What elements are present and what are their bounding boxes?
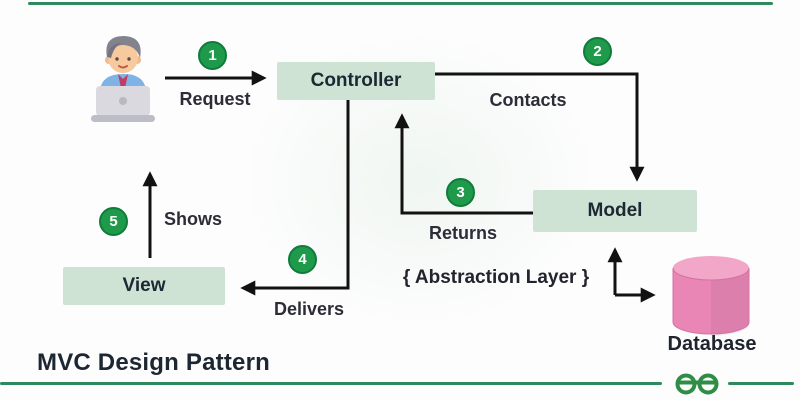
step-badge-1: 1 bbox=[198, 41, 227, 70]
step-number-5: 5 bbox=[109, 213, 118, 230]
arrow-returns bbox=[394, 113, 533, 215]
delivers-label: Delivers bbox=[273, 299, 345, 319]
model-node: Model bbox=[533, 190, 697, 232]
contacts-label: Contacts bbox=[489, 90, 567, 110]
step-badge-2: 2 bbox=[583, 37, 612, 66]
top-divider bbox=[28, 2, 773, 5]
page-title: MVC Design Pattern bbox=[37, 349, 270, 376]
returns-label: Returns bbox=[428, 223, 498, 243]
controller-label: Controller bbox=[310, 70, 402, 91]
abstraction-layer-annotation: { Abstraction Layer } bbox=[402, 267, 590, 288]
database-icon bbox=[672, 256, 750, 336]
step-badge-3: 3 bbox=[446, 178, 475, 207]
view-label: View bbox=[122, 275, 166, 296]
arrow-delivers bbox=[240, 100, 350, 296]
shows-label: Shows bbox=[163, 209, 223, 229]
step-number-4: 4 bbox=[298, 251, 307, 268]
geeksforgeeks-logo bbox=[675, 373, 719, 395]
bottom-divider-right bbox=[728, 382, 794, 385]
arrow-contacts bbox=[435, 72, 645, 182]
database-label: Database bbox=[667, 333, 757, 355]
person-at-laptop-icon bbox=[91, 36, 155, 122]
bottom-divider-left bbox=[0, 382, 662, 385]
view-node: View bbox=[63, 267, 225, 305]
step-number-1: 1 bbox=[208, 47, 217, 64]
request-label: Request bbox=[179, 89, 251, 109]
step-badge-4: 4 bbox=[288, 245, 317, 274]
controller-node: Controller bbox=[277, 62, 435, 100]
step-number-2: 2 bbox=[593, 43, 602, 60]
step-number-3: 3 bbox=[456, 184, 465, 201]
step-badge-5: 5 bbox=[99, 207, 128, 236]
model-label: Model bbox=[587, 200, 643, 221]
